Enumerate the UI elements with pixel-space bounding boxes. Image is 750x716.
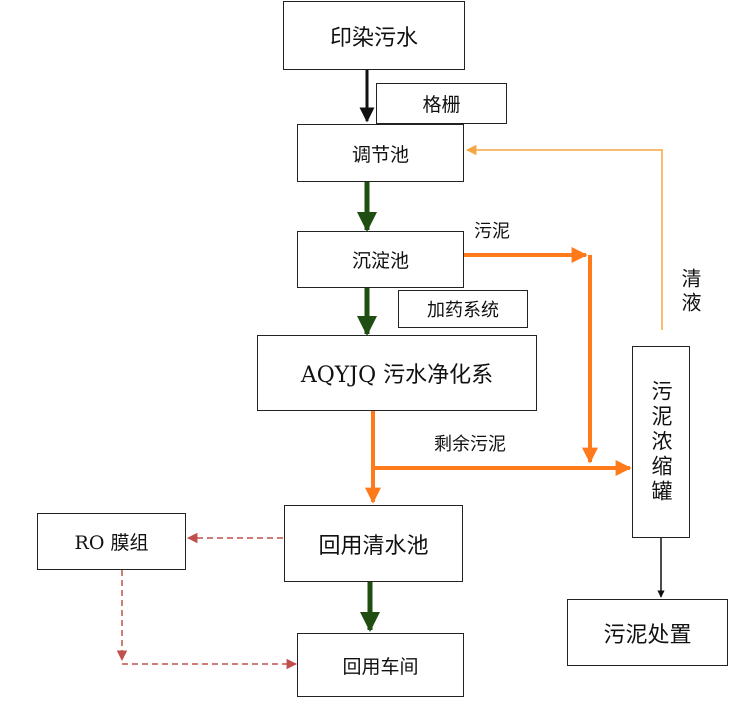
node-sedimentation-tank-label: 沉淀池 — [351, 250, 409, 272]
arrow-clear-liquid-return — [465, 144, 663, 330]
node-sludge-thickener: 污泥浓缩罐 — [632, 346, 690, 538]
node-dosing-system-label: 加药系统 — [427, 300, 499, 321]
node-ro-module-label: RO 膜组 — [74, 532, 149, 554]
node-sludge-disposal-label: 污泥处置 — [603, 622, 692, 648]
node-reuse-workshop: 回用车间 — [297, 633, 464, 697]
node-reuse-workshop-label: 回用车间 — [342, 655, 419, 678]
node-regulating-tank: 调节池 — [297, 124, 464, 182]
node-sludge-thickener-label: 污泥浓缩罐 — [649, 379, 673, 505]
node-grille: 格栅 — [376, 83, 507, 124]
node-dosing-system: 加药系统 — [398, 290, 528, 328]
node-sedimentation-tank: 沉淀池 — [297, 231, 464, 288]
node-regulating-tank-label: 调节池 — [351, 143, 409, 166]
node-purification-system-label: AQYJQ 污水净化系 — [300, 363, 494, 388]
node-reuse-water-tank: 回用清水池 — [284, 505, 463, 582]
node-ro-module: RO 膜组 — [37, 513, 186, 570]
node-wastewater-label: 印染污水 — [329, 25, 418, 51]
node-reuse-water-tank-label: 回用清水池 — [318, 533, 429, 559]
node-grille-label: 格栅 — [422, 94, 461, 116]
node-sludge-disposal: 污泥处置 — [567, 599, 728, 666]
node-purification-system: AQYJQ 污水净化系 — [257, 335, 537, 411]
label-residual-sludge: 剩余污泥 — [434, 434, 506, 455]
label-clear-liquid: 清液 — [678, 268, 702, 316]
node-wastewater: 印染污水 — [283, 1, 465, 70]
label-sludge: 污泥 — [474, 221, 510, 242]
